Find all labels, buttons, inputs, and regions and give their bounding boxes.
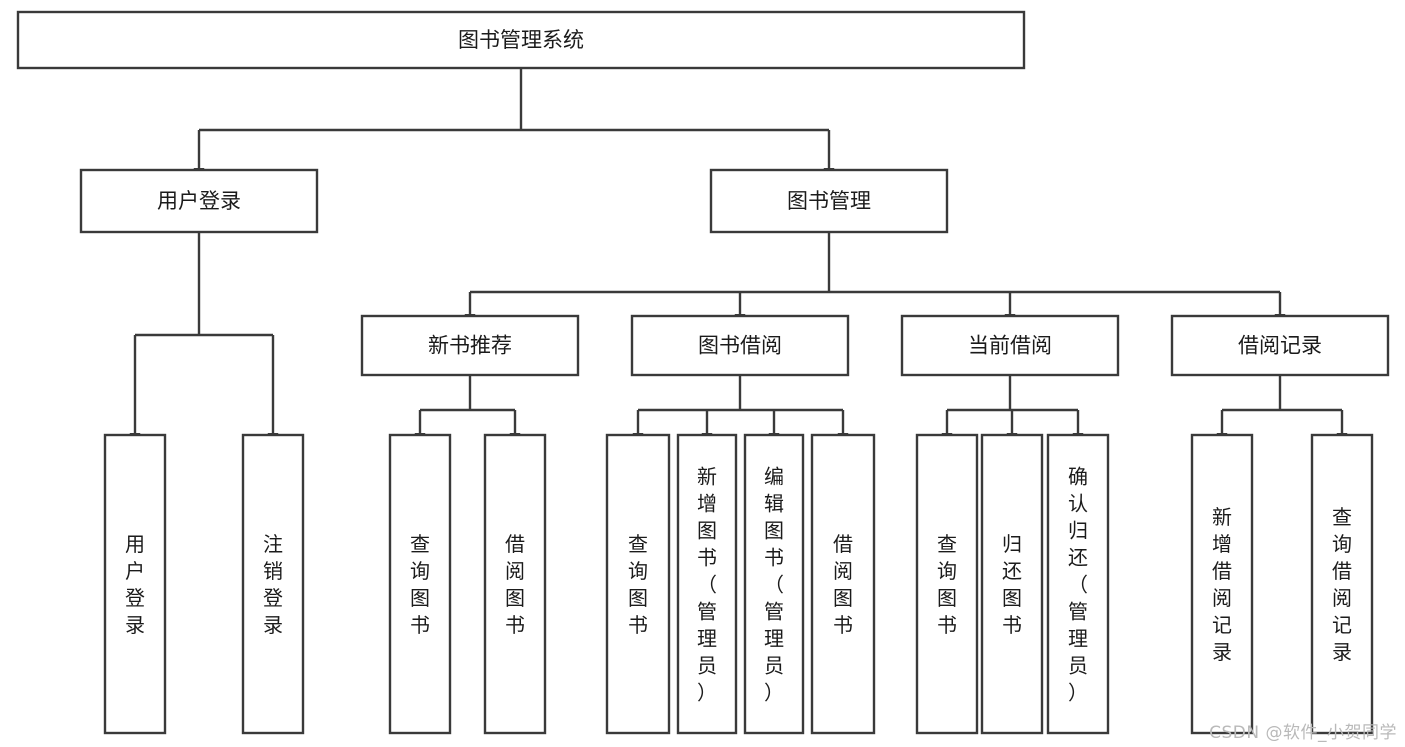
leaf-node-leaf-user-login-label: 用户登录 [125,532,145,637]
leaf-node-leaf-add-record-label: 新增借阅记录 [1212,505,1232,664]
level2-node-book-manage-rect [709,168,949,234]
level2-node-book-manage-label: 图书管理 [787,189,871,213]
level3-node-borrow-record-rect [1170,314,1390,377]
leaf-node-leaf-edit-book-label: 编辑图书（管理员） [764,465,784,705]
leaf-node-leaf-user-logout-label: 注销登录 [263,532,283,637]
leaf-node-leaf-user-logout[interactable]: 注销登录 [241,433,305,735]
leaf-node-leaf-add-book-label: 新增图书（管理员） [697,465,717,705]
leaf-node-leaf-query-book-2[interactable]: 查询图书 [605,433,671,735]
leaf-node-leaf-borrow-book-1[interactable]: 借阅图书 [483,433,547,735]
leaf-node-leaf-borrow-book-1-label: 借阅图书 [505,532,525,637]
level3-node-current-borrow-rect [900,314,1120,377]
leaf-node-leaf-add-record-rect [1190,433,1254,735]
level2-node-user-login-rect [79,168,319,234]
level3-node-borrow-record-label: 借阅记录 [1238,334,1322,358]
leaf-node-leaf-confirm-return[interactable]: 确认归还（管理员） [1046,433,1110,735]
level3-node-book-borrow[interactable]: 图书借阅 [630,314,850,377]
leaf-node-leaf-query-record[interactable]: 查询借阅记录 [1310,433,1374,735]
leaf-node-leaf-borrow-book-2-label: 借阅图书 [833,532,853,637]
level3-node-new-book-rec-label: 新书推荐 [428,334,512,358]
leaf-node-leaf-query-record-rect [1310,433,1374,735]
leaf-node-leaf-return-book-label: 归还图书 [1002,532,1022,637]
root-node-book-management-system-label: 图书管理系统 [458,28,584,52]
leaf-node-leaf-query-book-1-label: 查询图书 [410,532,430,637]
level3-node-new-book-rec[interactable]: 新书推荐 [360,314,580,377]
level3-node-book-borrow-label: 图书借阅 [698,334,782,358]
leaf-node-leaf-user-login[interactable]: 用户登录 [103,433,167,735]
leaf-node-leaf-borrow-book-2-rect [810,433,876,735]
leaf-node-leaf-query-book-3-label: 查询图书 [937,532,957,637]
level3-node-current-borrow[interactable]: 当前借阅 [900,314,1120,377]
node-boxes: 图书管理系统用户登录图书管理新书推荐图书借阅当前借阅借阅记录用户登录注销登录查询… [16,10,1390,735]
leaf-node-leaf-user-login-rect [103,433,167,735]
leaf-node-leaf-edit-book[interactable]: 编辑图书（管理员） [743,433,805,735]
leaf-node-leaf-query-book-1[interactable]: 查询图书 [388,433,452,735]
leaf-node-leaf-confirm-return-label: 确认归还（管理员） [1068,465,1088,705]
watermark-text: CSDN @软件_小贺同学 [1209,723,1397,743]
leaf-node-leaf-query-book-1-rect [388,433,452,735]
leaf-node-leaf-borrow-book-2[interactable]: 借阅图书 [810,433,876,735]
level3-node-borrow-record[interactable]: 借阅记录 [1170,314,1390,377]
root-node-book-management-system-rect [16,10,1026,70]
leaf-node-leaf-edit-book-rect [743,433,805,735]
leaf-node-leaf-query-book-2-rect [605,433,671,735]
level3-node-new-book-rec-rect [360,314,580,377]
level3-node-book-borrow-rect [630,314,850,377]
leaf-node-leaf-confirm-return-rect [1046,433,1110,735]
leaf-node-leaf-add-record[interactable]: 新增借阅记录 [1190,433,1254,735]
level2-node-user-login-label: 用户登录 [157,189,241,213]
leaf-node-leaf-query-record-label: 查询借阅记录 [1332,505,1352,664]
level3-node-current-borrow-label: 当前借阅 [968,334,1052,358]
leaf-node-leaf-add-book-rect [676,433,738,735]
leaf-node-leaf-add-book[interactable]: 新增图书（管理员） [676,433,738,735]
level2-node-book-manage[interactable]: 图书管理 [709,168,949,234]
leaf-node-leaf-query-book-3[interactable]: 查询图书 [915,433,979,735]
leaf-node-leaf-return-book[interactable]: 归还图书 [980,433,1044,735]
leaf-node-leaf-query-book-2-label: 查询图书 [628,532,648,637]
leaf-node-leaf-borrow-book-1-rect [483,433,547,735]
level2-node-user-login[interactable]: 用户登录 [79,168,319,234]
leaf-node-leaf-user-logout-rect [241,433,305,735]
connector-lines [129,68,1348,442]
leaf-node-leaf-query-book-3-rect [915,433,979,735]
root-node-book-management-system[interactable]: 图书管理系统 [16,10,1026,70]
leaf-node-leaf-return-book-rect [980,433,1044,735]
